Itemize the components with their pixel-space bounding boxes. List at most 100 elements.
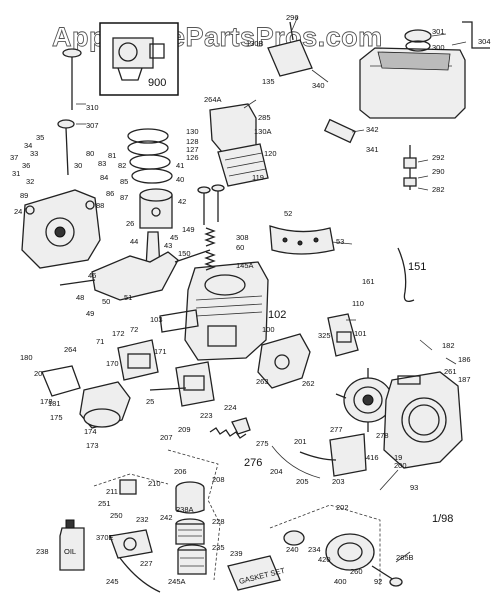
float-bowl — [109, 479, 153, 559]
callout: 36 — [22, 161, 30, 170]
callout: 119 — [252, 173, 264, 182]
callout: 101 — [354, 329, 367, 338]
inset-label: 900 — [148, 77, 166, 89]
callout: 135 — [262, 77, 275, 86]
muffler — [323, 118, 417, 190]
side-cover — [21, 189, 101, 269]
callout: 277 — [330, 425, 343, 434]
callout: 420 — [318, 555, 331, 564]
callout: 82 — [118, 161, 126, 170]
callout: 228 — [212, 517, 225, 526]
callout: 34 — [24, 141, 32, 150]
governor-control — [271, 433, 367, 479]
callout: 238A — [176, 505, 194, 514]
fuel-line — [397, 247, 415, 303]
callout: 51 — [124, 293, 132, 302]
callout: 262 — [302, 379, 315, 388]
callout: 251 — [98, 499, 111, 508]
callout: 400 — [334, 577, 347, 586]
callout: 276 — [244, 457, 262, 469]
callout: 264 — [64, 345, 77, 354]
leader-lines — [76, 15, 467, 563]
linkage-rod — [149, 387, 187, 391]
piston — [139, 188, 173, 229]
date-code: 1/98 — [432, 513, 453, 525]
callout: 80 — [86, 149, 94, 158]
callout: 235 — [212, 543, 225, 552]
callout: 290 — [432, 167, 445, 176]
callout: 186 — [458, 355, 471, 364]
callout: 340 — [312, 81, 325, 90]
callout: 200 — [394, 461, 407, 470]
inset-box: 900 — [99, 22, 179, 96]
callout: 224 — [224, 403, 237, 412]
callout: 285B — [396, 553, 414, 562]
callout: 341 — [366, 145, 379, 154]
callout: 342 — [366, 125, 379, 134]
callout: 208 — [212, 475, 225, 484]
callout: 151 — [408, 261, 426, 273]
callout: 304 — [478, 37, 491, 46]
primer-hose — [119, 557, 161, 593]
callout: 50 — [102, 297, 110, 306]
callout: 110 — [352, 299, 364, 308]
dipstick — [57, 48, 82, 176]
callout: 92 — [374, 577, 382, 586]
callout: 211 — [106, 487, 118, 496]
carburetor — [41, 365, 131, 429]
callout: 206 — [174, 467, 187, 476]
callout: 103 — [150, 315, 163, 324]
callouts: 296 301 304 130B 300 135 340 264A 285 31… — [10, 13, 491, 586]
callout: 227 — [140, 559, 153, 568]
air-filters — [175, 518, 207, 575]
shroud — [269, 225, 335, 255]
intake-gaskets — [117, 309, 199, 381]
blower-housing — [383, 371, 463, 469]
callout: 416 — [366, 453, 379, 462]
callout: 325 — [318, 331, 331, 340]
callout: 232 — [136, 515, 149, 524]
callout: 296 — [286, 13, 299, 22]
callout: 292 — [432, 153, 445, 162]
callout: 204 — [270, 467, 283, 476]
callout: 127 — [186, 145, 199, 154]
oil-label: OIL — [64, 547, 76, 556]
callout: 126 — [186, 153, 199, 162]
callout: 60 — [236, 243, 244, 252]
crankshaft — [59, 249, 211, 301]
callout: 87 — [120, 193, 128, 202]
callout: 37 — [10, 153, 18, 162]
callout: 26 — [126, 219, 134, 228]
ignition-module — [327, 313, 359, 357]
callout: 42 — [178, 197, 186, 206]
recoil-starter — [283, 530, 403, 587]
callout: 86 — [106, 189, 114, 198]
callout: 33 — [30, 149, 38, 158]
callout: 150 — [178, 249, 191, 258]
callout: 234 — [308, 545, 321, 554]
callout: 245 — [106, 577, 119, 586]
callout: 174 — [84, 427, 97, 436]
callout: 89 — [20, 191, 28, 200]
callout: 53 — [336, 237, 344, 246]
callout: 245A — [168, 577, 186, 586]
callout: 161 — [362, 277, 375, 286]
callout: 20 — [34, 369, 42, 378]
callout: 178 — [40, 397, 53, 406]
callout: 238 — [36, 547, 49, 556]
callout: 180 — [20, 353, 33, 362]
callout: 175 — [50, 413, 63, 422]
callout: 263 — [256, 377, 269, 386]
callout: 81 — [108, 151, 116, 160]
callout: 49 — [86, 309, 94, 318]
callout: 205 — [296, 477, 309, 486]
callout: 130B — [246, 39, 264, 48]
callout: 130 — [186, 127, 199, 136]
air-cleaner — [359, 21, 490, 119]
valves — [197, 184, 225, 271]
callout: 130A — [254, 127, 272, 136]
callout: 71 — [96, 337, 104, 346]
assembly-line-3 — [93, 473, 169, 487]
callout: 88 — [96, 201, 104, 210]
